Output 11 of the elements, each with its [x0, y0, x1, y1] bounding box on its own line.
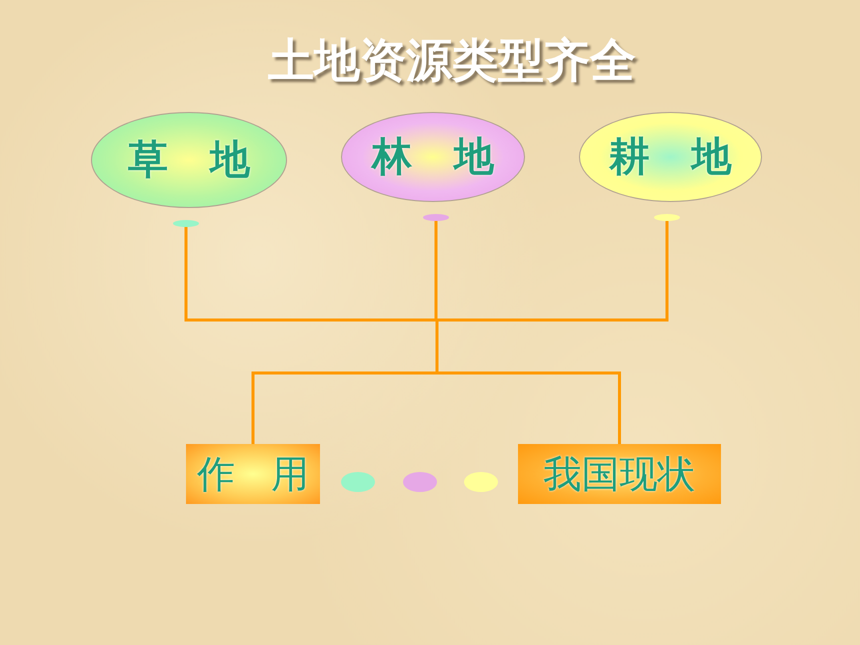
- label-box: [518, 444, 721, 504]
- label-box: [186, 444, 320, 504]
- connector-ellipse: [654, 214, 680, 221]
- node-label: 林 地: [372, 133, 494, 182]
- connector-ellipse: [173, 220, 199, 227]
- title: 土地资源类型齐全: [268, 32, 636, 89]
- connector-ellipse: [423, 214, 449, 221]
- node-label: 作 用: [196, 450, 310, 498]
- node-label: 我国现状: [544, 450, 696, 498]
- node-label: 草 地: [128, 136, 250, 185]
- node-label: 耕 地: [610, 133, 732, 182]
